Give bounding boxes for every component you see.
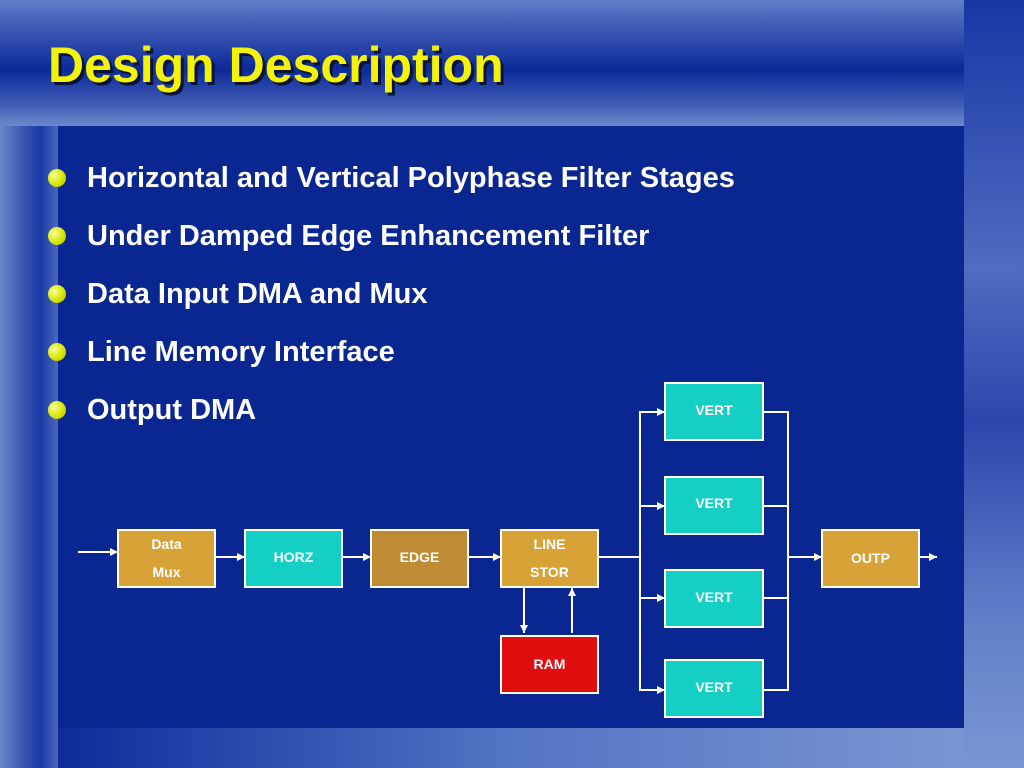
block-vert-2-rect — [664, 476, 764, 535]
bullet-text: Output DMA — [87, 394, 257, 426]
bullet-item-edge-enhancement: Under Damped Edge Enhancement Filter — [46, 210, 735, 268]
bullet-dot-icon — [48, 169, 66, 187]
block-vert-3-rect — [664, 569, 764, 628]
block-edge-label: EDGE — [400, 549, 440, 565]
fanin-bus — [763, 411, 789, 691]
bullet-dot-icon — [48, 343, 66, 361]
block-vert-4: VERT — [664, 659, 764, 718]
block-line-stor-label-line-2: STOR — [530, 564, 569, 580]
block-ram-label: RAM — [534, 656, 566, 672]
block-ram: RAM — [500, 635, 599, 694]
block-vert-4-rect — [664, 659, 764, 718]
fanout-bus — [639, 411, 665, 691]
block-data-mux-label-line-1: Data — [151, 536, 182, 552]
bullet-item-data-input-dma: Data Input DMA and Mux — [46, 268, 735, 326]
block-vert-2-label: VERT — [695, 495, 733, 511]
block-edge: EDGE — [370, 529, 469, 588]
block-line-stor: LINE STOR — [500, 529, 599, 588]
bullet-item-polyphase-filter: Horizontal and Vertical Polyphase Filter… — [46, 152, 735, 210]
bullet-text: Line Memory Interface — [87, 336, 395, 368]
block-vert-1: VERT — [664, 382, 764, 441]
bullet-text: Under Damped Edge Enhancement Filter — [87, 220, 650, 252]
connector-lines — [78, 408, 937, 694]
block-outp-label: OUTP — [851, 550, 890, 566]
block-vert-1-label: VERT — [695, 402, 733, 418]
block-horz: HORZ — [244, 529, 343, 588]
bullet-text: Data Input DMA and Mux — [87, 278, 428, 310]
bullet-dot-icon — [48, 285, 66, 303]
block-vert-1-rect — [664, 382, 764, 441]
block-data-mux: Data Mux — [117, 529, 216, 588]
block-vert-3-label: VERT — [695, 589, 733, 605]
block-data-mux-label-line-2: Mux — [153, 564, 181, 580]
block-line-stor-rect — [500, 529, 599, 588]
block-outp-rect — [821, 529, 920, 588]
block-line-stor-label-line-1: LINE — [534, 536, 566, 552]
bullet-item-line-memory: Line Memory Interface — [46, 326, 735, 384]
bottom-band — [58, 728, 964, 768]
block-edge-rect — [370, 529, 469, 588]
slide-title: Design Description — [48, 37, 504, 93]
bullet-item-output-dma: Output DMA — [46, 384, 735, 442]
block-vert-2: VERT — [664, 476, 764, 535]
bullet-dot-icon — [48, 401, 66, 419]
block-horz-label: HORZ — [274, 549, 314, 565]
bullet-list: Horizontal and Vertical Polyphase Filter… — [46, 152, 735, 442]
block-outp: OUTP — [821, 529, 920, 588]
bullet-dot-icon — [48, 227, 66, 245]
right-band — [964, 0, 1024, 768]
top-band — [0, 0, 964, 126]
bullet-text: Horizontal and Vertical Polyphase Filter… — [87, 162, 735, 194]
block-vert-4-label: VERT — [695, 679, 733, 695]
block-vert-3: VERT — [664, 569, 764, 628]
block-horz-rect — [244, 529, 343, 588]
block-ram-rect — [500, 635, 599, 694]
block-data-mux-rect — [117, 529, 216, 588]
